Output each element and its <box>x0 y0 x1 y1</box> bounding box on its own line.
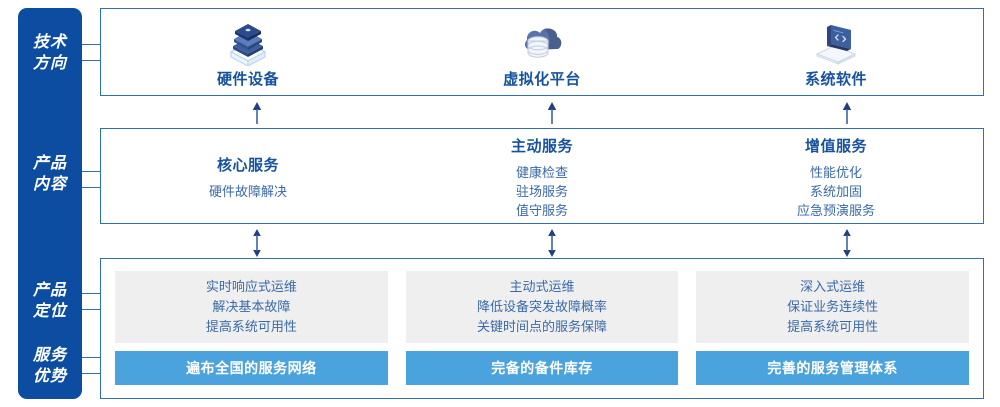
product-content-item: 性能优化 <box>809 164 862 180</box>
advantage-bar-network[interactable]: 遍布全国的服务网络 <box>115 351 388 385</box>
product-content-item: 应急预演服务 <box>796 202 875 218</box>
arrow-up-hardware <box>250 100 264 124</box>
product-content-item: 值守服务 <box>515 202 568 218</box>
positioning-line: 深入式运维 <box>800 279 866 294</box>
technology-direction-section: 硬件设备 虚拟化平台 <box>100 8 984 96</box>
server-stack-icon <box>219 16 277 67</box>
technology-column-virtualization[interactable]: 虚拟化平台 <box>395 9 689 95</box>
service-advantage-row: 遍布全国的服务网络 完备的备件库存 完善的服务管理体系 <box>115 351 970 385</box>
product-content-item: 系统加固 <box>809 183 862 199</box>
positioning-card-indepth[interactable]: 深入式运维 保证业务连续性 提高系统可用性 <box>696 271 970 343</box>
product-content-title: 核心服务 <box>216 156 279 174</box>
positioning-card-proactive[interactable]: 主动式运维 降低设备突发故障概率 关键时间点的服务保障 <box>405 271 679 343</box>
product-content-column-proactive[interactable]: 主动服务 健康检查 驻场服务 值守服务 <box>395 129 689 223</box>
connector-content-bottom <box>82 187 102 188</box>
rail-item-technology-direction[interactable]: 技术 方向 <box>18 32 82 74</box>
positioning-line: 提高系统可用性 <box>205 319 297 334</box>
technology-label: 虚拟化平台 <box>503 71 581 88</box>
positioning-line: 提高系统可用性 <box>787 319 879 334</box>
connector-positioning-top <box>82 293 102 294</box>
product-positioning-row: 实时响应式运维 解决基本故障 提高系统可用性 主动式运维 降低设备突发故障概率 … <box>115 271 970 343</box>
product-content-item: 健康检查 <box>515 164 568 180</box>
connector-tech-top <box>82 44 102 45</box>
advantage-bar-management[interactable]: 完善的服务管理体系 <box>696 351 970 385</box>
rail-item-product-positioning[interactable]: 产品 定位 <box>18 280 82 322</box>
cloud-database-icon <box>513 16 571 66</box>
connector-advantage-top <box>82 357 102 358</box>
arrow-up-systemsoftware <box>840 100 854 124</box>
rail-label-line2: 方向 <box>32 55 67 72</box>
technology-label: 系统软件 <box>804 71 867 88</box>
arrow-up-virtualization <box>545 100 559 124</box>
connector-positioning-bottom <box>82 309 102 310</box>
rail-item-service-advantage[interactable]: 服务 优势 <box>18 345 82 387</box>
positioning-card-realtime[interactable]: 实时响应式运维 解决基本故障 提高系统可用性 <box>115 271 388 343</box>
rail-label-line2: 优势 <box>32 368 67 385</box>
rail-item-product-content[interactable]: 产品 内容 <box>18 153 82 195</box>
product-content-item: 驻场服务 <box>515 183 568 199</box>
laptop-code-icon <box>807 16 865 66</box>
positioning-line: 解决基本故障 <box>212 299 291 314</box>
positioning-advantage-section: 实时响应式运维 解决基本故障 提高系统可用性 主动式运维 降低设备突发故障概率 … <box>100 258 984 399</box>
technology-column-hardware[interactable]: 硬件设备 <box>101 9 395 95</box>
category-rail: 技术 方向 产品 内容 产品 定位 服务 优势 <box>18 8 82 399</box>
technology-label: 硬件设备 <box>216 71 279 88</box>
arrow-updown-valueadd <box>840 228 854 258</box>
connector-content-top <box>82 171 102 172</box>
rail-label-line1: 产品 <box>32 282 67 299</box>
product-content-section: 核心服务 硬件故障解决 主动服务 健康检查 驻场服务 值守服务 增值服务 性能优… <box>100 128 984 224</box>
product-content-title: 增值服务 <box>804 137 867 155</box>
arrow-updown-core <box>250 228 264 258</box>
positioning-line: 实时响应式运维 <box>205 279 297 294</box>
arrow-updown-proactive <box>545 228 559 258</box>
positioning-line: 保证业务连续性 <box>787 299 879 314</box>
positioning-line: 主动式运维 <box>509 279 575 294</box>
rail-label-line2: 定位 <box>32 303 67 320</box>
rail-label-line1: 技术 <box>32 34 67 51</box>
connector-advantage-bottom <box>82 373 102 374</box>
positioning-line: 关键时间点的服务保障 <box>477 319 608 334</box>
advantage-bar-spareparts[interactable]: 完备的备件库存 <box>405 351 679 385</box>
product-content-title: 主动服务 <box>510 137 573 155</box>
product-content-column-valueadd[interactable]: 增值服务 性能优化 系统加固 应急预演服务 <box>689 129 983 223</box>
positioning-line: 降低设备突发故障概率 <box>477 299 608 314</box>
technology-column-system-software[interactable]: 系统软件 <box>689 9 983 95</box>
connector-tech-bottom <box>82 60 102 61</box>
product-content-column-core[interactable]: 核心服务 硬件故障解决 <box>101 129 395 223</box>
rail-label-line2: 内容 <box>32 176 67 193</box>
rail-label-line1: 服务 <box>32 347 67 364</box>
rail-label-line1: 产品 <box>32 155 67 172</box>
product-content-item: 硬件故障解决 <box>208 183 287 199</box>
